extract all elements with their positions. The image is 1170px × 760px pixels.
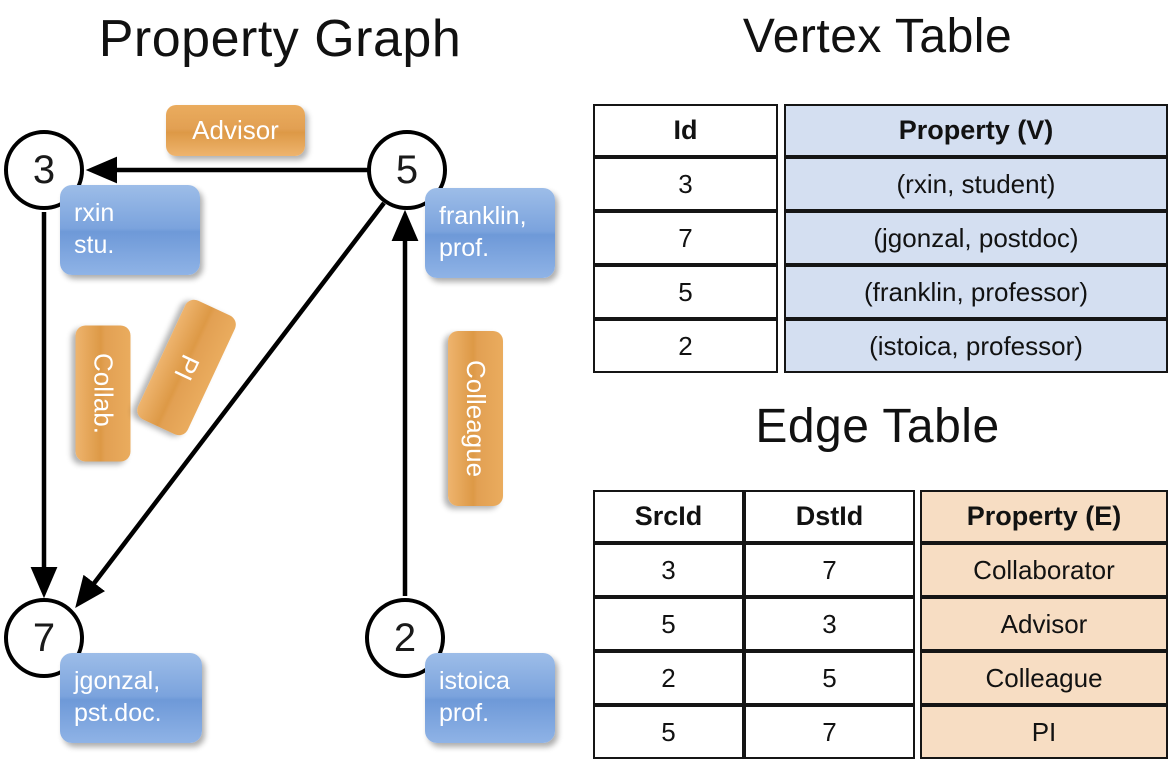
edge-table-header-property: Property (E) (920, 490, 1168, 543)
page-title-property-graph: Property Graph (98, 10, 462, 68)
vertex-table-cell-id: 2 (593, 319, 778, 373)
edge-table-cell-srcid: 2 (593, 651, 744, 705)
edge-table-cell-dstid: 7 (744, 543, 915, 597)
graph-node-3[interactable]: 3 (4, 130, 84, 210)
vertex-table-cell-id: 3 (593, 157, 778, 211)
edge-arrow-pi (75, 201, 386, 609)
edge-label-collab: Collab. (75, 325, 131, 462)
edge-label-advisor: Advisor (166, 105, 305, 156)
edge-table-cell-dstid: 3 (744, 597, 915, 651)
edge-table-cell-property: Advisor (920, 597, 1168, 651)
edge-table-header-srcid: SrcId (593, 490, 744, 543)
edge-table-cell-srcid: 5 (593, 597, 744, 651)
edge-table-cell-property: Colleague (920, 651, 1168, 705)
edge-table-cell-property: Collaborator (920, 543, 1168, 597)
edge-table-cell-property: PI (920, 705, 1168, 759)
edge-table-cell-dstid: 7 (744, 705, 915, 759)
page-title-vertex-table: Vertex Table (742, 10, 1013, 63)
edge-table-cell-dstid: 5 (744, 651, 915, 705)
vertex-table-cell-id: 7 (593, 211, 778, 265)
vertex-table-cell-property: (jgonzal, postdoc) (784, 211, 1168, 265)
vertex-table-header-property: Property (V) (784, 104, 1168, 157)
edge-label-colleague: Colleague (448, 331, 503, 506)
edge-table-cell-srcid: 3 (593, 543, 744, 597)
vertex-table-header-id: Id (593, 104, 778, 157)
vertex-table-cell-property: (rxin, student) (784, 157, 1168, 211)
edge-table-cell-srcid: 5 (593, 705, 744, 759)
graph-edges-layer (30, 156, 419, 609)
edge-table-header-dstid: DstId (744, 490, 915, 543)
page-title-edge-table: Edge Table (755, 400, 1000, 453)
vertex-property-box-franklin: franklin,prof. (425, 188, 555, 278)
vertex-property-box-jgonzal: jgonzal,pst.doc. (60, 653, 202, 743)
graph-node-2[interactable]: 2 (365, 598, 445, 678)
vertex-table-cell-property: (franklin, professor) (784, 265, 1168, 319)
vertex-table-cell-property: (istoica, professor) (784, 319, 1168, 373)
vertex-table-cell-id: 5 (593, 265, 778, 319)
